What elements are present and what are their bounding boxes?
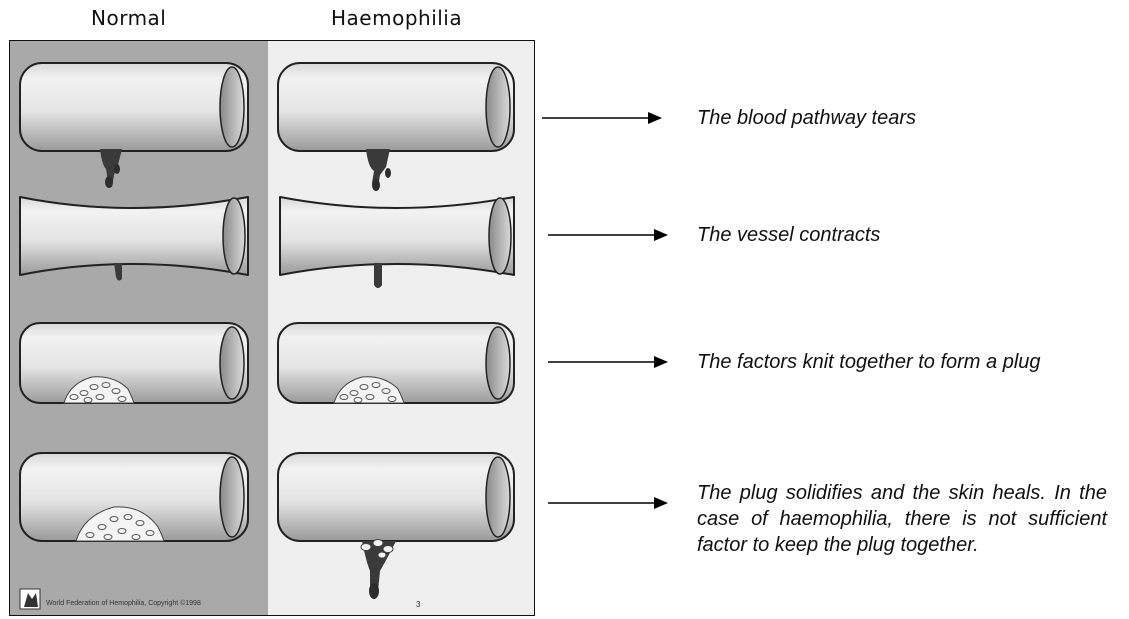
normal-vessel-healed: [20, 453, 248, 541]
caption-step-2: The vessel contracts: [697, 222, 880, 248]
arrow-step-4: [548, 496, 668, 510]
page-number: 3: [416, 600, 421, 609]
copyright-credit: World Federation of Hemophilia, Copyrigh…: [46, 599, 201, 607]
haemophilia-vessel-plug-forming: [278, 323, 514, 403]
illustration-panel: World Federation of Hemophilia, Copyrigh…: [9, 40, 535, 616]
arrow-step-2: [548, 228, 668, 242]
column-heading-normal: Normal: [91, 6, 166, 30]
arrow-step-1: [542, 111, 662, 125]
caption-step-4: The plug solidifies and the skin heals. …: [697, 480, 1107, 558]
caption-step-1: The blood pathway tears: [697, 105, 916, 131]
arrow-step-3: [548, 355, 668, 369]
caption-step-3: The factors knit together to form a plug: [697, 349, 1041, 375]
normal-vessel-plug-forming: [20, 323, 248, 403]
column-heading-haemophilia: Haemophilia: [331, 6, 462, 30]
wfh-logo: [20, 589, 40, 609]
